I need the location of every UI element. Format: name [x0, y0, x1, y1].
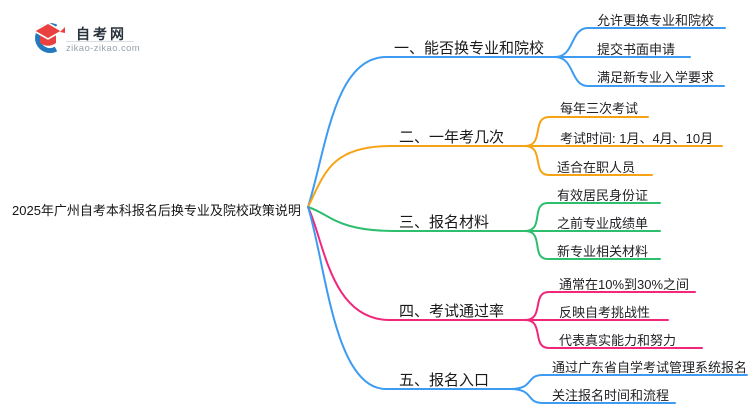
branch-5-child-2[interactable]: 关注报名时间和流程 — [552, 388, 670, 403]
branch-3-child-3[interactable]: 新专业相关材料 — [557, 244, 649, 259]
branch-2-child-1[interactable]: 每年三次考试 — [560, 101, 639, 116]
branch-1-wires — [307, 27, 726, 208]
logo[interactable]: 自考网 zikao-zikao.com — [28, 20, 148, 56]
logo-divider — [66, 41, 134, 42]
branch-4-child-3[interactable]: 代表真实能力和努力 — [559, 333, 677, 348]
branch-4-child-1[interactable]: 通常在10%到30%之间 — [559, 277, 690, 292]
branch-3-child-2[interactable]: 之前专业成绩单 — [557, 216, 649, 231]
branch-4-label[interactable]: 四、考试通过率 — [399, 303, 505, 320]
branch-3-child-1[interactable]: 有效居民身份证 — [557, 188, 649, 203]
branch-5-child-1[interactable]: 通过广东省自学考试管理系统报名 — [552, 360, 748, 375]
branch-5-wires — [307, 206, 748, 404]
branch-2-wires — [307, 116, 723, 208]
branch-3-label[interactable]: 三、报名材料 — [399, 214, 490, 231]
branch-2-child-3[interactable]: 适合在职人员 — [557, 160, 636, 175]
branch-4-wires — [307, 206, 703, 349]
branch-3-wires — [307, 202, 661, 260]
logo-graduation-cap-icon — [32, 22, 65, 53]
branch-2-child-2[interactable]: 考试时间: 1月、4月、10月 — [560, 131, 714, 146]
branch-1-child-3[interactable]: 满足新专业入学要求 — [597, 70, 715, 85]
logo-title: 自考网 — [76, 26, 127, 42]
branch-5-label[interactable]: 五、报名入口 — [399, 372, 490, 389]
branch-1-child-1[interactable]: 允许更换专业和院校 — [597, 13, 715, 28]
branch-2-label[interactable]: 二、一年考几次 — [399, 129, 505, 146]
branch-1-label[interactable]: 一、能否换专业和院校 — [394, 40, 545, 57]
branch-4-child-2[interactable]: 反映自考挑战性 — [559, 305, 651, 320]
root-topic[interactable]: 2025年广州自考本科报名后换专业及院校政策说明 — [12, 203, 301, 218]
branch-1-child-2[interactable]: 提交书面申请 — [597, 42, 676, 57]
logo-domain: zikao-zikao.com — [66, 43, 141, 54]
